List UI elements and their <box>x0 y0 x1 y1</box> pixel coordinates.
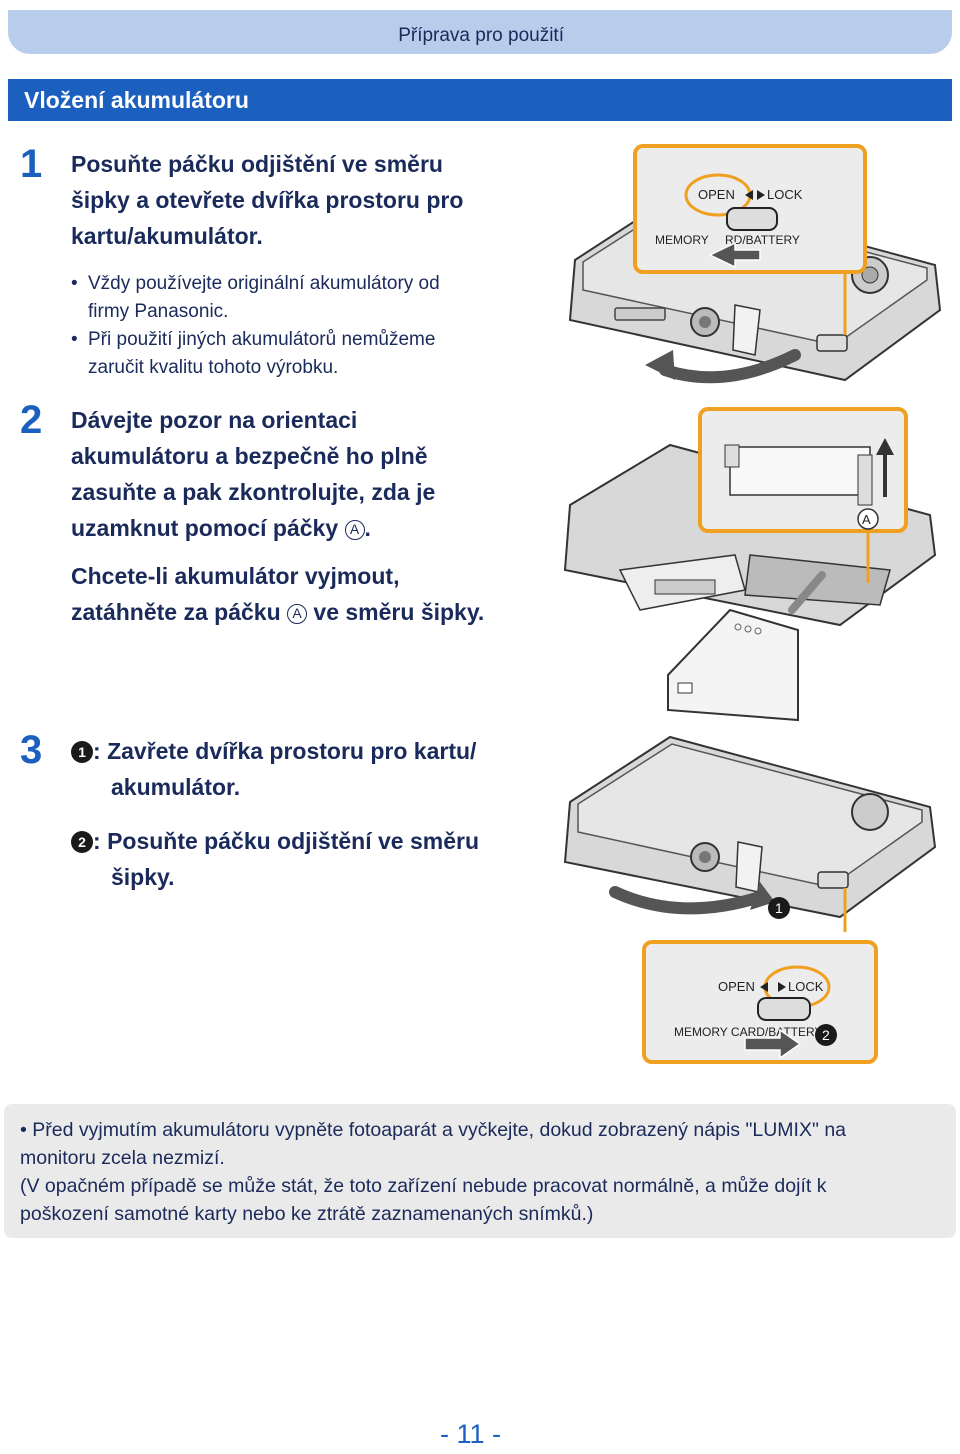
sub-line: šipky. <box>111 864 175 890</box>
step-3-number: 3 <box>20 728 43 772</box>
rotate-arrow <box>659 349 801 384</box>
sub-line: akumulátor. <box>111 774 241 800</box>
remove-line: zatáhněte za páčku A ve směru šipky. <box>71 594 484 630</box>
step-3-sub-1: 1: Zavřete dvířka prostoru pro kartu/ ak… <box>71 733 476 805</box>
step-2-remove-text: Chcete-li akumulátor vyjmout, zatáhněte … <box>71 558 484 630</box>
zoom-detail: OPEN LOCK MEMORY RD/BATTERY <box>633 144 867 335</box>
sub-line-text: Posuňte páčku odjištění ve směru <box>107 828 480 854</box>
note-line: (V opačném případě se může stát, že toto… <box>20 1175 827 1197</box>
marker-a-icon: A <box>287 604 308 624</box>
camera-body <box>563 735 937 919</box>
open-label: OPEN <box>718 979 755 994</box>
step-2-line: Dávejte pozor na orientaci <box>71 407 358 433</box>
bullet-item: Při použití jiných akumulátorů nemůžeme … <box>71 326 541 382</box>
lock-detail-illustration: OPEN LOCK MEMORY CARD/BATTERY 2 <box>642 940 878 1064</box>
lock-arrow-icon <box>744 1028 802 1060</box>
sub-line-text: Zavřete dvířka prostoru pro kartu/ <box>107 738 477 764</box>
close-arrow-head <box>750 882 775 910</box>
insert-arrow <box>788 571 826 614</box>
battery <box>667 608 799 722</box>
note-text: Před vyjmutím akumulátoru vypněte fotoap… <box>32 1119 847 1141</box>
note-box: • Před vyjmutím akumulátoru vypněte foto… <box>4 1104 956 1238</box>
step-2-line-text: uzamknut pomocí páčky <box>71 515 339 541</box>
lock-label: LOCK <box>767 187 803 202</box>
badge-2-icon: 2 <box>71 831 93 853</box>
step-1-line: šipky a otevřete dvířka prostoru pro <box>71 187 464 213</box>
remove-line: Chcete-li akumulátor vyjmout, <box>71 563 400 589</box>
camera-open-illustration: OPEN LOCK MEMORY RD/BATTERY <box>568 144 942 384</box>
marker-a-icon: A <box>344 520 365 540</box>
lock-label: LOCK <box>788 979 824 994</box>
remove-line-text: zatáhněte za páčku <box>71 599 281 625</box>
step-1-line: kartu/akumulátor. <box>71 223 263 249</box>
step-1-line: Posuňte páčku odjištění ve směru <box>71 151 443 177</box>
page-number: - 11 - <box>440 1419 502 1449</box>
sub-line: 1: Zavřete dvířka prostoru pro kartu/ <box>71 733 476 769</box>
section-title: Vložení akumulátoru <box>8 79 952 121</box>
step-1-number: 1 <box>20 142 43 186</box>
bullet-line: Vždy používejte originální akumulátory o… <box>88 273 440 294</box>
chapter-header: Příprava pro použití <box>8 10 952 54</box>
step-2-number: 2 <box>20 398 43 442</box>
remove-line-end: ve směru šipky. <box>313 599 485 625</box>
sub-line: 2: Posuňte páčku odjištění ve směru <box>71 823 479 859</box>
zoom-detail: A <box>698 407 908 583</box>
close-arrow <box>609 886 766 915</box>
badge-1-icon: 1 <box>71 741 93 763</box>
badge-2-label: 2 <box>822 1027 830 1043</box>
note-line: poškození samotné karty nebo ke ztrátě z… <box>20 1203 594 1225</box>
rotate-arrow-head <box>645 350 675 380</box>
bullet-line: zaručit kvalitu tohoto výrobku. <box>88 357 339 378</box>
step-2-line: uzamknut pomocí páčky A. <box>71 510 435 546</box>
open-label: OPEN <box>698 187 735 202</box>
badge-1-icon <box>768 897 790 919</box>
step-2-line-end: . <box>364 515 371 541</box>
card-battery-label: RD/BATTERY <box>725 233 800 247</box>
badge-2-icon <box>815 1024 837 1046</box>
bullet-item: Vždy používejte originální akumulátory o… <box>71 270 541 326</box>
step-2-text: Dávejte pozor na orientaci akumulátoru a… <box>71 402 435 546</box>
chapter-title: Příprava pro použití <box>398 25 564 46</box>
slide-arrow-icon <box>708 241 761 269</box>
bullet-line: firmy Panasonic. <box>88 301 229 322</box>
memory-card-battery-label: MEMORY CARD/BATTERY <box>674 1025 822 1039</box>
step-1-text: Posuňte páčku odjištění ve směru šipky a… <box>71 146 463 254</box>
note-line: monitoru zcela nezmizí. <box>20 1147 225 1169</box>
marker-a-label: A <box>862 512 871 527</box>
battery-insert-illustration: A <box>563 407 937 722</box>
note-line: • Před vyjmutím akumulátoru vypněte foto… <box>20 1119 847 1141</box>
step-1-bullets: Vždy používejte originální akumulátory o… <box>71 270 541 382</box>
step-3-sub-2: 2: Posuňte páčku odjištění ve směru šipk… <box>71 823 479 895</box>
step-2-line: akumulátoru a bezpečně ho plně <box>71 443 428 469</box>
badge-1-label: 1 <box>775 900 783 916</box>
camera-close-illustration: 1 <box>563 735 937 932</box>
bullet-line: Při použití jiných akumulátorů nemůžeme <box>88 329 436 350</box>
step-2-line: zasuňte a pak zkontrolujte, zda je <box>71 479 436 505</box>
memory-label: MEMORY <box>655 233 709 247</box>
